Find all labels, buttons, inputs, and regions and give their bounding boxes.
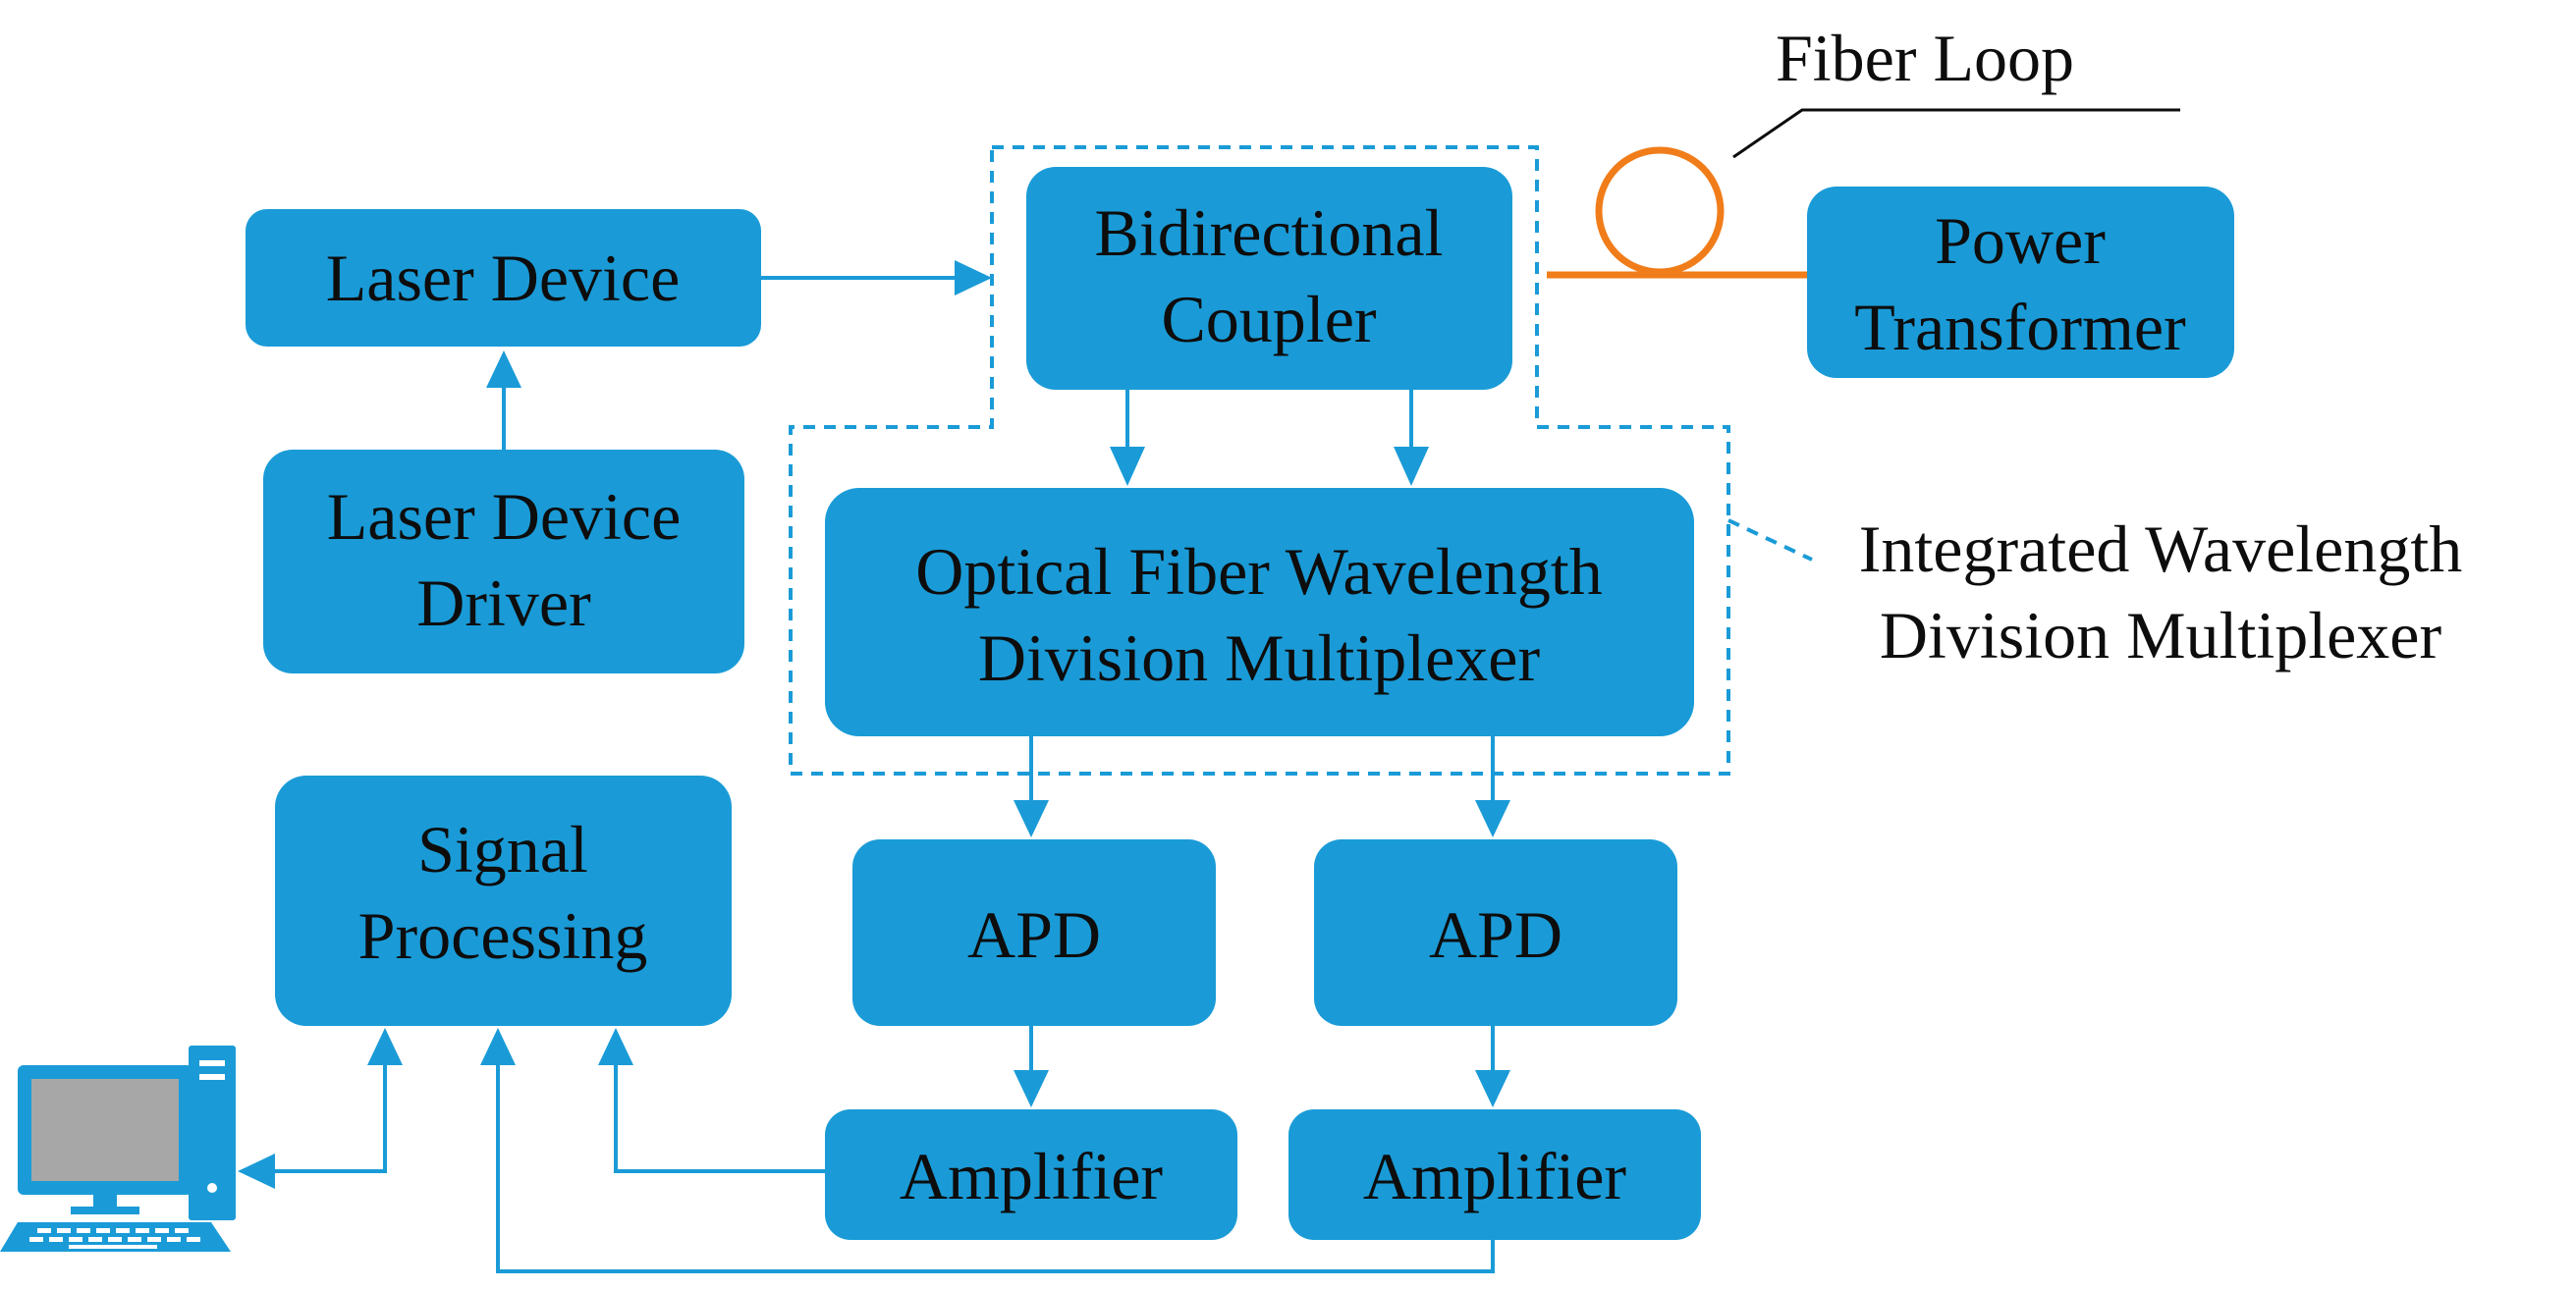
optical-wdm-label-1: Optical Fiber Wavelength	[915, 534, 1603, 609]
arrowhead	[367, 1028, 403, 1065]
arrowhead	[955, 260, 992, 296]
laser-device-label: Laser Device	[326, 241, 681, 315]
fiber-loop-icon	[1547, 146, 1807, 279]
power-transformer-label-1: Power	[1935, 203, 2106, 278]
arrowhead	[486, 350, 521, 388]
signal-processing-label-1: Signal	[417, 812, 588, 887]
integrated-wdm-leader	[1727, 518, 1813, 562]
arrowhead	[238, 1154, 275, 1189]
amplifier-block-2: Amplifier	[1288, 1109, 1701, 1240]
laser-device-driver-block: Laser Device Driver	[263, 450, 744, 673]
apd-block-2: APD	[1314, 839, 1677, 1026]
integrated-wdm-label-2: Division Multiplexer	[1880, 598, 2442, 672]
integrated-wdm-boundary	[789, 145, 1730, 776]
laser-device-driver-label-1: Laser Device	[327, 479, 682, 554]
arrowhead	[1014, 800, 1049, 837]
arrow-amplifier1-to-signal	[614, 1065, 825, 1173]
bidirectional-coupler-label-1: Bidirectional	[1094, 195, 1443, 270]
arrow-amplifier2-to-signal	[496, 1065, 1495, 1273]
laser-device-driver-label-2: Driver	[416, 565, 591, 640]
bidirectional-coupler-block: Bidirectional Coupler	[1026, 167, 1512, 390]
power-transformer-block: Power Transformer	[1807, 187, 2234, 378]
amplifier-label-2: Amplifier	[1363, 1139, 1627, 1213]
arrowhead	[1394, 447, 1429, 486]
fiber-loop-label: Fiber Loop	[1776, 21, 2074, 95]
fiber-loop-leader	[1732, 108, 2180, 159]
bidirectional-coupler-label-2: Coupler	[1161, 282, 1376, 356]
apd-label-2: APD	[1429, 897, 1562, 972]
arrow-computer-signal-link	[275, 1065, 387, 1173]
optical-wdm-label-2: Division Multiplexer	[978, 620, 1541, 695]
desktop-computer-icon	[0, 1046, 236, 1252]
arrowhead	[598, 1028, 633, 1065]
signal-processing-label-2: Processing	[358, 898, 648, 973]
optical-wdm-block: Optical Fiber Wavelength Division Multip…	[825, 488, 1694, 736]
arrowhead	[1110, 447, 1145, 486]
arrowhead	[1475, 800, 1510, 837]
apd-block-1: APD	[852, 839, 1216, 1026]
power-transformer-label-2: Transformer	[1854, 290, 2186, 364]
integrated-wdm-label-1: Integrated Wavelength	[1859, 511, 2462, 586]
laser-device-block: Laser Device	[246, 209, 761, 347]
arrowhead	[480, 1028, 516, 1065]
amplifier-label-1: Amplifier	[900, 1139, 1164, 1213]
signal-processing-block: Signal Processing	[275, 776, 732, 1026]
amplifier-block-1: Amplifier	[825, 1109, 1237, 1240]
arrows	[238, 260, 1510, 1273]
apd-label-1: APD	[967, 897, 1101, 972]
arrowhead	[1475, 1070, 1510, 1107]
arrowhead	[1014, 1070, 1049, 1107]
